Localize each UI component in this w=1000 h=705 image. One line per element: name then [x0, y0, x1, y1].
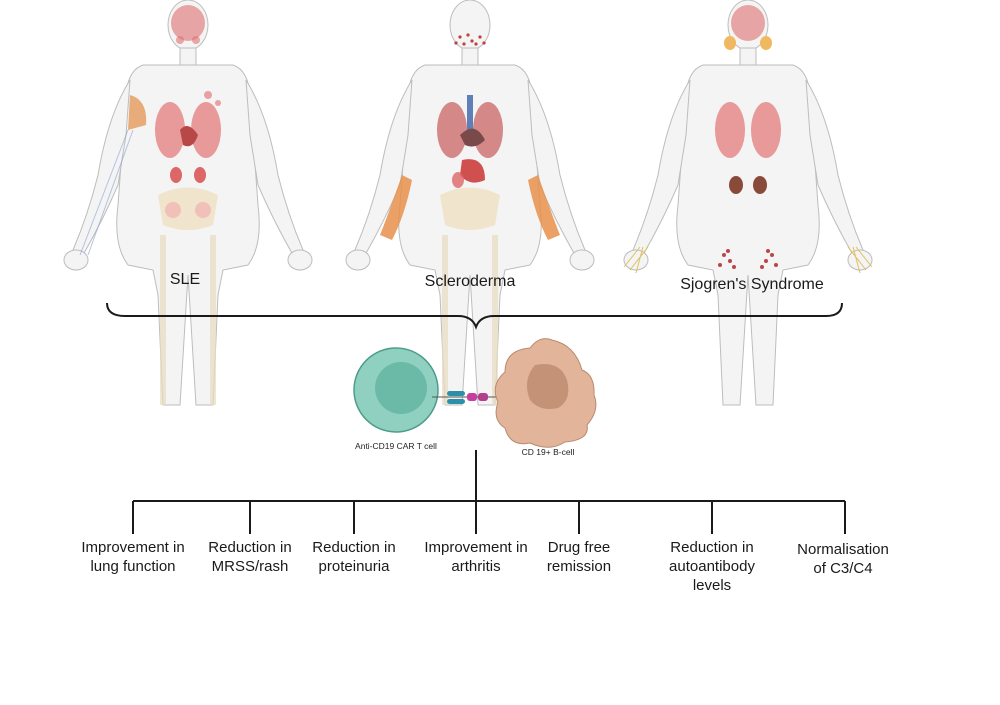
outcome-c3-c4: Normalisation of C3/C4: [797, 541, 889, 577]
outcome-mrss-rash: Reduction in MRSS/rash: [208, 539, 292, 575]
b-cell-label: CD 19+ B-cell: [521, 447, 575, 457]
grouping-brace: [106, 302, 843, 330]
outcome-arthritis: Improvement in arthritis: [424, 539, 528, 575]
disease-label-scleroderma: Scleroderma: [424, 273, 516, 290]
sle-figure: [63, 0, 313, 406]
sjogrens-figure: [623, 0, 873, 406]
b-cell: [494, 338, 597, 448]
scleroderma-figure: [345, 0, 595, 406]
disease-label-sjogrens: Sjogren's Syndrome: [680, 276, 824, 293]
car-t-cell-label: Anti-CD19 CAR T cell: [355, 441, 437, 451]
disease-label-sle: SLE: [169, 271, 201, 288]
outcome-tree: [132, 450, 846, 534]
car-t-cell: [353, 347, 439, 433]
outcome-lung-function: Improvement in lung function: [81, 539, 185, 575]
car-receptor: [432, 391, 505, 404]
outcome-proteinuria: Reduction in proteinuria: [312, 539, 396, 575]
outcome-autoantibody-levels: Reduction in autoantibody levels: [669, 539, 755, 594]
outcome-drug-free-remission: Drug free remission: [546, 539, 612, 575]
